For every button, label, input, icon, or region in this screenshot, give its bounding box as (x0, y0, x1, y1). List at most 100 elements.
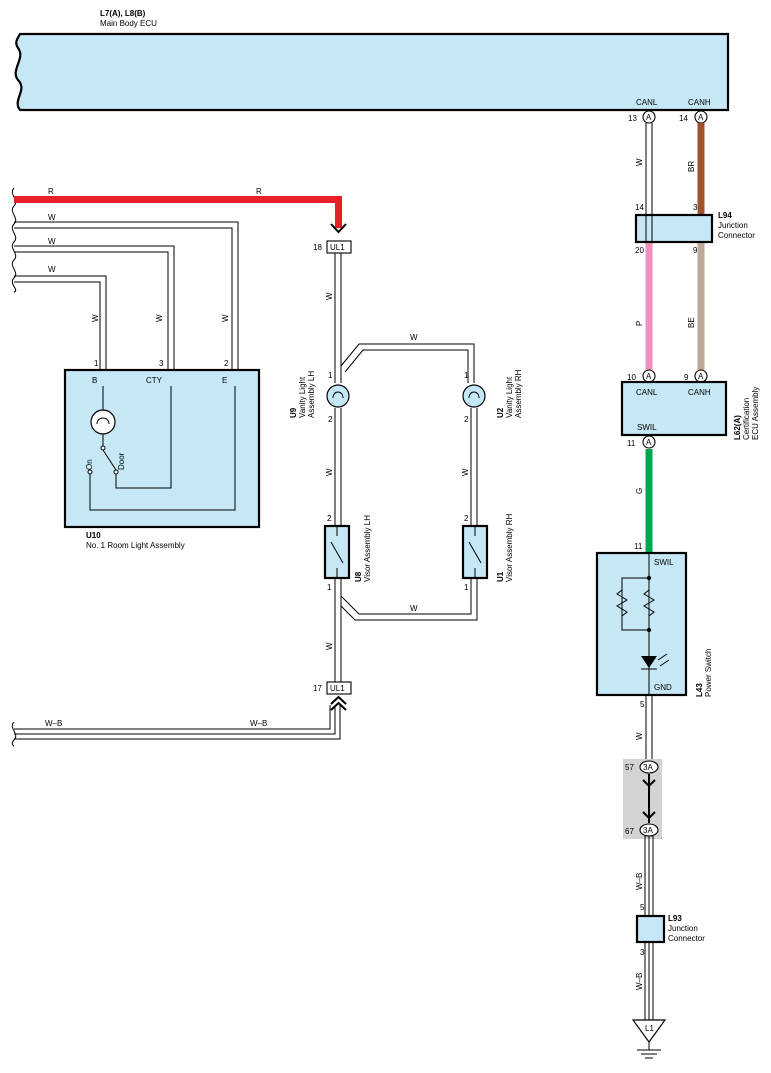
u9-bulb-icon (326, 384, 350, 408)
ecu-pin-13: 13 (628, 114, 637, 123)
u10-pin-3: 3 (159, 359, 164, 368)
l62-conn-a-2: A (698, 372, 704, 381)
u1-pin-1: 1 (464, 583, 469, 592)
l62-swil: SWIL (637, 423, 657, 432)
ground-symbol (631, 1019, 667, 1044)
u10-room-light-assembly: 1 3 2 B CTY E On Door U10 No. 1 Room Lig… (63, 359, 261, 550)
l43-pin-11: 11 (634, 542, 643, 551)
wire-br (697, 123, 705, 215)
l43-name: Power Switch (704, 649, 713, 697)
ecu-name: Main Body ECU (100, 19, 157, 28)
l93-pin-3: 3 (640, 948, 645, 957)
l94-junction-connector: 14 3 20 9 L94 Junction Connector (634, 203, 755, 255)
u10-cty: CTY (146, 376, 163, 385)
l93-pin-5: 5 (640, 903, 645, 912)
l94-pin-14: 14 (635, 203, 644, 212)
u10-code: U10 (86, 531, 101, 540)
u8-pin-2: 2 (327, 514, 332, 523)
joint-pin-57: 57 (625, 763, 634, 772)
l94-line2: Connector (718, 231, 755, 240)
l43-gnd: GND (654, 683, 672, 692)
ul1-label-2: UL1 (330, 684, 345, 693)
u8-pin-1: 1 (327, 583, 332, 592)
wire-label-w-c1: W (325, 292, 334, 300)
wire-label-w-1: W (48, 213, 56, 222)
l62-pin-10: 10 (627, 373, 636, 382)
ecu-conn-a-1: A (646, 113, 652, 122)
l94-pin-9: 9 (693, 246, 698, 255)
u10-pin-2: 2 (224, 359, 229, 368)
ul1-label-1: UL1 (330, 243, 345, 252)
wire-be (697, 242, 705, 370)
wire-label-w-cty: W (155, 314, 164, 322)
wire-label-w-3: W (48, 265, 56, 274)
ecu-pin-canh: CANH (688, 98, 711, 107)
u1-pin-2: 2 (464, 514, 469, 523)
left-supply-wires: R R W W W W W W (11, 187, 347, 370)
main-body-ecu: L7(A), L8(B) Main Body ECU CANL CANH (14, 9, 730, 112)
l94-pin-3: 3 (693, 203, 698, 212)
joint-conn-2: 3A (643, 826, 653, 835)
u2-line1: Vanity Light (505, 376, 514, 418)
wire-label-w-c2: W (410, 333, 418, 342)
l62-certification-ecu: 10 A 9 A CANL CANH SWIL 11 A L62(A) Cert… (620, 369, 760, 449)
wire-label-w-can: W (635, 158, 644, 166)
l94-code: L94 (718, 211, 732, 220)
u2-code: U2 (496, 407, 505, 418)
ground-path: W 57 3A 67 3A W–B 5 3 L93 Junction Conne… (623, 695, 705, 1059)
ecu-code: L7(A), L8(B) (100, 9, 146, 18)
ecu-conn-a-2: A (698, 113, 704, 122)
u10-door: Door (117, 452, 126, 470)
wire-label-be: BE (687, 317, 696, 328)
ground-label: L1 (645, 1024, 654, 1033)
l62-pin-11: 11 (627, 439, 636, 448)
l62-line1: Certification (742, 398, 751, 440)
u2-pin-2: 2 (464, 415, 469, 424)
wire-g (645, 449, 653, 553)
ecu-pin-canl: CANL (636, 98, 658, 107)
l62-code: L62(A) (733, 415, 742, 440)
u10-name: No. 1 Room Light Assembly (86, 541, 185, 550)
wire-label-wb-4: W–B (250, 719, 267, 728)
l94-line1: Junction (718, 221, 748, 230)
ecu-pin-14: 14 (679, 114, 688, 123)
wire-p (645, 242, 653, 370)
wire-label-g: G (635, 488, 644, 494)
wire-label-wb-2: W–B (635, 973, 644, 990)
l43-pin-5: 5 (640, 700, 645, 709)
ul1-pin-17: 17 (313, 684, 322, 693)
u1-code: U1 (496, 571, 505, 582)
l62-conn-a-1: A (646, 372, 652, 381)
l62-canl: CANL (636, 388, 658, 397)
l43-code: L43 (695, 683, 704, 697)
u8-name: Visor Assembly LH (363, 515, 372, 582)
u9-pin-2: 2 (328, 415, 333, 424)
wire-label-w-gnd: W (635, 732, 644, 740)
u9-line2: Assembly LH (307, 371, 316, 418)
bulb-icon (90, 409, 116, 435)
l62-conn-a-3: A (646, 438, 652, 447)
wire-label-p: P (635, 321, 644, 326)
u1-name: Visor Assembly RH (505, 513, 514, 582)
u9-line1: Vanity Light (298, 376, 307, 418)
wire-label-w-c4: W (461, 468, 470, 476)
l43-power-switch: 11 SWIL GND 5 L43 Power Switch (595, 542, 713, 709)
ul1-pin-18: 18 (313, 243, 322, 252)
l43-swil: SWIL (654, 558, 674, 567)
wire-label-wb-3: W–B (45, 719, 62, 728)
wire-label-w-2: W (48, 237, 56, 246)
wire-label-r-2: R (256, 187, 262, 196)
wire-label-w-e: W (221, 314, 230, 322)
l62-line2: ECU Assembly (751, 387, 760, 440)
u10-on: On (85, 459, 94, 470)
l94-pin-20: 20 (635, 246, 644, 255)
u10-pin-1: 1 (94, 359, 99, 368)
u8-code: U8 (354, 571, 363, 582)
u2-pin-1: 1 (464, 371, 469, 380)
l93-code: L93 (668, 914, 682, 923)
vanity-circuit: 18 UL1 W W 1 2 U9 Vanity Light Assembly … (11, 240, 523, 747)
u2-bulb-icon (462, 384, 486, 408)
u10-b: B (92, 376, 97, 385)
wire-label-wb-1: W–B (635, 873, 644, 890)
